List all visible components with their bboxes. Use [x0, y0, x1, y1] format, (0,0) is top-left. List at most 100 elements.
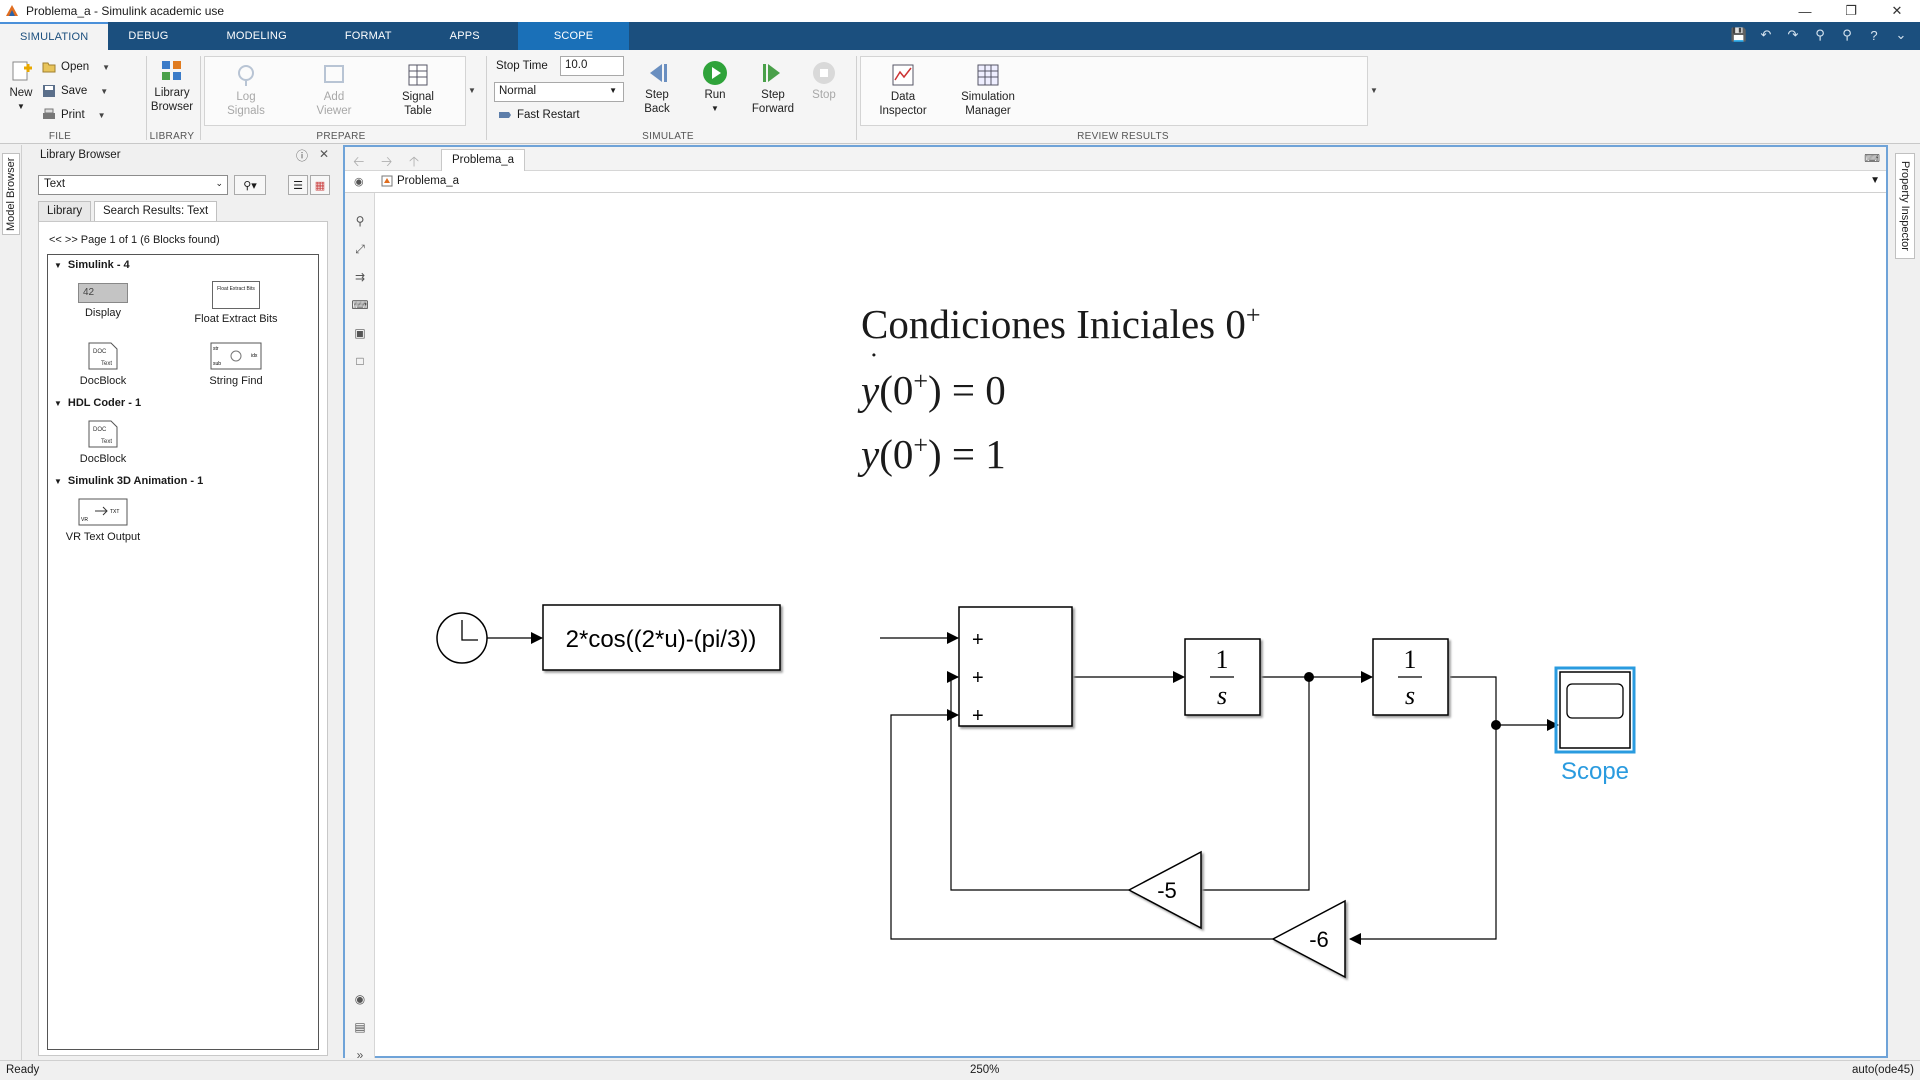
signal-velocity-feedback[interactable] — [1182, 677, 1310, 896]
stop-time-input[interactable]: 10.0 — [560, 56, 624, 76]
restore-button[interactable]: ❐ — [1845, 3, 1857, 18]
ydot-value: ) = 0 — [928, 367, 1006, 413]
group-header[interactable]: ▼HDL Coder - 1 — [54, 397, 141, 409]
area-icon[interactable]: □ — [356, 354, 364, 368]
close-button[interactable]: ✕ — [1891, 3, 1903, 18]
tab-library[interactable]: Library — [38, 201, 92, 221]
expand-icon[interactable]: » — [356, 1048, 364, 1062]
initial-condition-y[interactable]: y(0+) = 1 — [861, 430, 1006, 478]
integrator-1-block[interactable]: 1 s — [1184, 638, 1261, 716]
print-button[interactable]: Print▼ — [42, 108, 106, 122]
model-tab[interactable]: Problema_a — [441, 149, 526, 171]
step-back-button[interactable]: Step Back — [632, 60, 682, 116]
log-signals-button[interactable]: Log Signals — [218, 62, 274, 118]
pager: << >> Page 1 of 1 (6 Blocks found) — [49, 234, 220, 246]
group-header[interactable]: ▼Simulink - 4 — [54, 259, 130, 271]
model-browser-tab[interactable]: Model Browser — [2, 153, 20, 235]
signal-table-button[interactable]: Signal Table — [390, 62, 446, 118]
close-panel-icon[interactable]: ✕ — [319, 147, 330, 161]
integrator-2-block[interactable]: 1 s — [1372, 638, 1449, 716]
minimize-ribbon-icon[interactable]: ⌄ — [1895, 27, 1907, 42]
group-header[interactable]: ▼Simulink 3D Animation - 1 — [54, 475, 203, 487]
arrow-icon[interactable]: ⇉ — [354, 270, 366, 284]
icon-view-button[interactable]: ▦ — [310, 175, 330, 195]
block-display[interactable]: 42 Display — [43, 283, 163, 319]
tab-simulation[interactable]: SIMULATION — [0, 22, 109, 50]
save-icon[interactable]: 💾 — [1730, 27, 1748, 42]
fcn-block[interactable]: 2*cos((2*u)-(pi/3)) — [542, 604, 781, 671]
review-expand-icon[interactable]: ▼ — [1370, 86, 1378, 95]
fit-to-view-icon[interactable]: ⤢ — [355, 241, 365, 256]
signal-int2-out[interactable] — [1450, 676, 1497, 725]
minimize-button[interactable]: — — [1798, 3, 1812, 19]
keyboard-icon[interactable]: ⌨ — [1864, 153, 1880, 165]
property-icon[interactable]: ▤ — [354, 1020, 366, 1034]
image-icon[interactable]: ▣ — [354, 326, 366, 340]
tab-scope[interactable]: SCOPE — [517, 22, 630, 50]
scope-label[interactable]: Scope — [1561, 758, 1629, 785]
signal-position-feedback[interactable] — [1349, 725, 1497, 945]
solver-indicator[interactable]: auto(ode45) — [1851, 1064, 1914, 1076]
prepare-expand-icon[interactable]: ▼ — [468, 86, 476, 95]
branch-point — [1491, 720, 1501, 730]
add-viewer-button[interactable]: Add Viewer — [306, 62, 362, 118]
scope-block[interactable]: Scope — [1554, 666, 1636, 785]
initial-conditions-title[interactable]: Condiciones Iniciales 0+ — [861, 300, 1261, 348]
up-arrow-icon[interactable]: 🡡 — [409, 153, 420, 169]
tab-search-results[interactable]: Search Results: Text — [94, 201, 218, 221]
block-float-extract-bits[interactable]: Float Extract Bits Float Extract Bits — [176, 281, 296, 325]
tab-debug[interactable]: DEBUG — [128, 30, 169, 42]
library-search-input[interactable]: Text ⌄ — [38, 175, 228, 195]
data-inspector-icon — [892, 64, 914, 86]
undo-icon[interactable]: ↶ — [1760, 27, 1772, 42]
find-icon[interactable]: ⚲ — [1815, 27, 1825, 42]
stop-button[interactable]: Stop — [804, 60, 844, 102]
tab-modeling[interactable]: MODELING — [226, 30, 287, 42]
integrator-2-denominator: s — [1405, 681, 1415, 710]
chevron-down-icon[interactable]: ▼ — [1870, 175, 1880, 186]
clock-block[interactable] — [436, 612, 488, 664]
library-browser-button[interactable]: Library Browser — [146, 58, 198, 114]
gain-minus6-block[interactable]: -6 — [1271, 899, 1346, 979]
list-view-button[interactable]: ☰ — [288, 175, 308, 195]
forward-arrow-icon[interactable]: 🡢 — [381, 153, 393, 169]
step-forward-button[interactable]: Step Forward — [746, 60, 800, 116]
save-button[interactable]: Save▼ — [42, 84, 108, 98]
gain-minus5-block[interactable]: -5 — [1127, 850, 1202, 930]
zoom-icon[interactable]: ⚲ — [1842, 27, 1852, 42]
signal-table-label-1: Signal — [402, 91, 434, 103]
tab-format[interactable]: FORMAT — [344, 30, 392, 42]
help-icon[interactable]: ? — [1870, 27, 1878, 43]
block-label: String Find — [209, 375, 263, 387]
step-back-icon — [650, 64, 667, 82]
simulation-mode-select[interactable]: Normal ▼ — [494, 82, 624, 102]
zoom-in-icon[interactable]: ⚲ — [355, 214, 365, 228]
log-signals-icon — [238, 65, 254, 86]
data-inspector-button[interactable]: Data Inspector — [872, 62, 934, 118]
simulation-manager-button[interactable]: Simulation Manager — [948, 62, 1028, 118]
diagram-canvas[interactable]: Condiciones Iniciales 0+ y˙(0+) = 0 y(0+… — [376, 194, 1886, 1056]
tab-apps[interactable]: APPS — [449, 30, 480, 42]
back-arrow-icon[interactable]: 🡠 — [353, 153, 365, 169]
fast-restart-button[interactable]: Fast Restart — [498, 108, 580, 122]
search-button[interactable]: ⚲▾ — [234, 175, 266, 195]
open-button[interactable]: Open▼ — [42, 60, 110, 74]
redo-icon[interactable]: ↷ — [1787, 27, 1799, 42]
signal-gain2-to-sum[interactable] — [890, 709, 1298, 940]
breadcrumb-item[interactable]: Problema_a — [381, 175, 459, 187]
sum-body — [958, 606, 1073, 727]
run-button[interactable]: Run ▼ — [690, 60, 740, 116]
text-annotation-icon[interactable]: ⌨ — [351, 298, 369, 312]
property-inspector-tab[interactable]: Property Inspector — [1895, 153, 1915, 259]
screenshot-icon[interactable]: ◉ — [354, 992, 366, 1006]
new-button[interactable]: New ▼ — [6, 58, 36, 114]
hide-explorer-icon[interactable]: ◉ — [354, 176, 364, 188]
library-browser-label-2: Browser — [150, 101, 194, 113]
initial-condition-ydot[interactable]: y˙(0+) = 0 — [861, 347, 1006, 414]
sum-block[interactable]: + + + — [958, 606, 1073, 727]
panel-options-icon[interactable]: ⓘ — [296, 149, 309, 163]
